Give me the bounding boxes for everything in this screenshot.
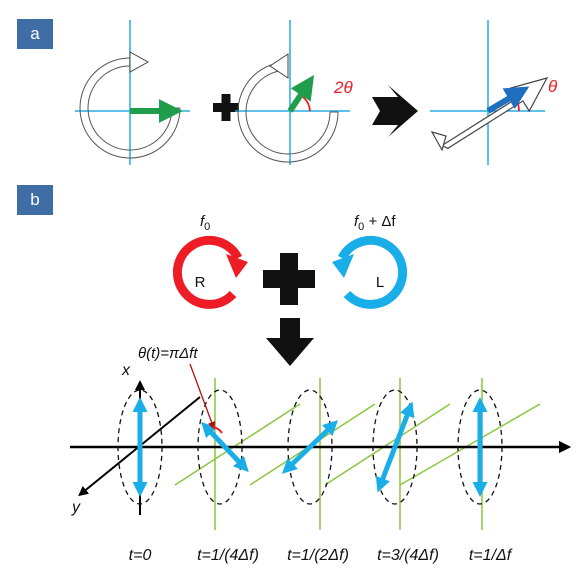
time-label-3: t=3/(4Δf) <box>377 547 439 564</box>
field-vector-blue <box>486 86 530 114</box>
plus-sign-a <box>213 94 239 121</box>
angle-arc-2theta <box>302 96 311 112</box>
theta-pointer <box>189 363 216 430</box>
big-arrow-a <box>372 85 418 137</box>
double-arrow-tail <box>430 131 447 152</box>
circle-l-arc <box>337 235 408 309</box>
pol-arrow-t2-up <box>308 420 339 449</box>
time-label-2: t=1/(2Δf) <box>287 547 349 564</box>
freq-right: f0 + Δf <box>354 213 396 233</box>
diagram-a-circular-right: 2θ <box>235 20 353 165</box>
circle-l-arrowhead <box>332 254 354 278</box>
double-arrow-outline <box>440 77 549 150</box>
panel-label-b: b <box>17 185 53 215</box>
pol-arrow-t3-down <box>375 446 398 493</box>
circle-r-arc <box>172 235 243 309</box>
big-arrow-down-b <box>266 318 314 366</box>
plus-sign-b <box>263 253 315 305</box>
panel-label-a: a <box>17 19 53 49</box>
pol-arrow-t2-down <box>281 445 312 474</box>
label-2theta: 2θ <box>333 78 353 97</box>
pol-arrow-t3-up <box>392 401 415 448</box>
circular-r: R <box>172 235 248 309</box>
polarization-arrows <box>132 397 488 497</box>
label-axis-y: y <box>71 499 81 516</box>
label-l: L <box>376 274 384 291</box>
label-theta-formula: θ(t)=πΔft <box>138 345 198 362</box>
ellipses <box>117 389 503 505</box>
green-diagonals <box>174 403 541 486</box>
theta-arc-b <box>212 426 223 434</box>
time-label-0: t=0 <box>129 547 152 564</box>
circle-arrow-inner <box>87 65 173 151</box>
pol-arrow-t1-up <box>201 421 227 449</box>
time-labels: t=0 t=1/(4Δf) t=1/(2Δf) t=3/(4Δf) t=1/Δf <box>129 547 513 564</box>
time-label-4: t=1/Δf <box>469 547 513 564</box>
freq-left: f0 <box>200 213 210 233</box>
diagram-a-linear: θ <box>430 20 558 165</box>
circular-l: L <box>332 235 408 309</box>
pol-arrow-t1-down <box>223 445 249 473</box>
circle-arrowhead <box>269 53 289 79</box>
field-vector-green-2 <box>287 75 314 113</box>
diagram-a-circular-left <box>75 20 190 165</box>
time-label-1: t=1/(4Δf) <box>197 547 259 564</box>
circle-r-arrowhead <box>226 254 248 278</box>
circle-arrowhead <box>129 51 150 73</box>
green-verticals <box>214 378 483 530</box>
label-theta: θ <box>548 77 558 96</box>
circle-arrow-outer <box>79 57 181 159</box>
label-axis-x: x <box>121 362 131 379</box>
label-r: R <box>195 274 206 291</box>
